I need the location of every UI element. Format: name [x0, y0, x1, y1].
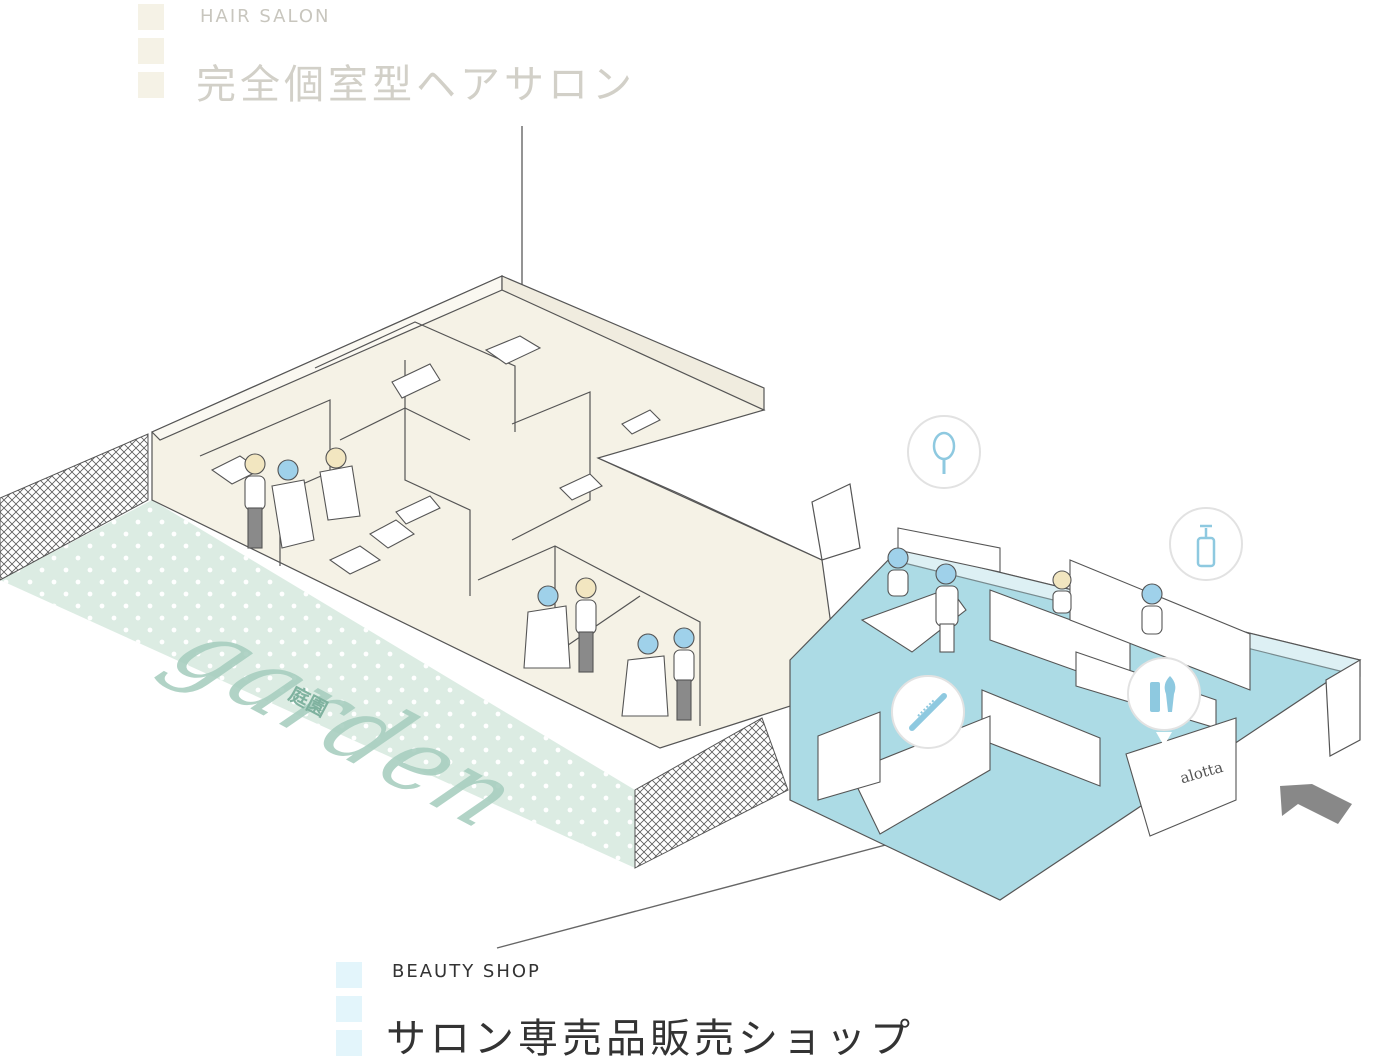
legend-swatch — [138, 4, 164, 30]
customer-figure — [887, 547, 909, 597]
customer-figure — [1052, 570, 1072, 614]
stylist-figure — [673, 627, 695, 721]
legend-swatch — [336, 1030, 362, 1056]
pump-bottle-icon — [1169, 507, 1243, 596]
beauty-shop-label-jp: サロン専売品販売ショップ — [386, 1016, 914, 1062]
staff-figure — [935, 563, 959, 653]
entrance-arrow-icon — [1280, 784, 1352, 824]
stylist-figure — [575, 577, 597, 673]
customer-figure — [523, 585, 571, 669]
customer-figure — [319, 447, 361, 521]
comb-icon — [891, 675, 965, 764]
salon-floor — [150, 275, 841, 749]
customer-figure — [271, 459, 315, 549]
hair-salon-label-en: HAIR SALON — [200, 6, 331, 27]
beauty-shop-legend: BEAUTY SHOP サロン専売品販売ショップ — [336, 961, 910, 1062]
lipstick-brush-icon — [1127, 657, 1201, 746]
beauty-shop-label-en: BEAUTY SHOP — [392, 961, 541, 982]
legend-swatch — [336, 996, 362, 1022]
customer-figure — [1141, 583, 1163, 635]
legend-swatch — [138, 72, 164, 98]
salon-people — [244, 447, 695, 721]
hair-salon-legend: HAIR SALON 完全個室型ヘアサロン — [0, 0, 700, 110]
customer-figure — [621, 633, 669, 717]
legend-swatch — [336, 962, 362, 988]
hair-salon-label-jp: 完全個室型ヘアサロン — [196, 62, 636, 108]
shop-people — [887, 547, 1163, 653]
salon-furniture — [210, 335, 661, 575]
hand-mirror-icon — [907, 415, 981, 504]
legend-swatch — [138, 38, 164, 64]
beauty-shop-leader-line — [496, 837, 913, 949]
stylist-figure — [244, 453, 266, 549]
garden-area — [0, 433, 789, 869]
